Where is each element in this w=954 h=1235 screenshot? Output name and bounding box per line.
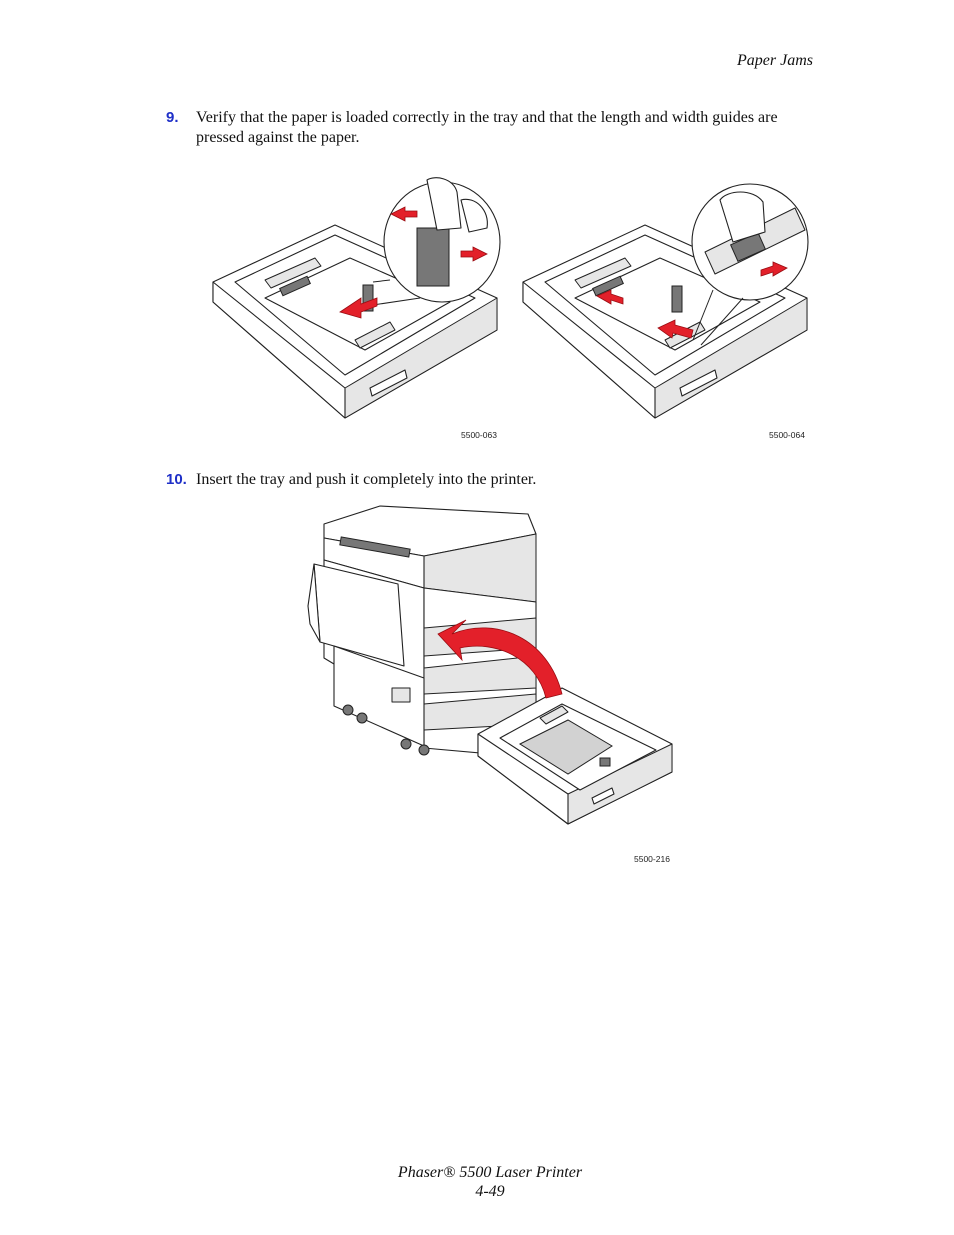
figure-code: 5500-064 bbox=[769, 430, 805, 440]
tray-width-guide-illustration: 5500-064 bbox=[515, 170, 815, 445]
footer-title: Phaser® 5500 Laser Printer bbox=[397, 1164, 583, 1181]
step-9: 9. Verify that the paper is loaded corre… bbox=[166, 108, 816, 148]
step-text: Verify that the paper is loaded correctl… bbox=[196, 109, 778, 146]
tray-length-guide-illustration: 5500-063 bbox=[205, 170, 505, 445]
figure-code: 5500-216 bbox=[634, 854, 670, 864]
step-number: 10. bbox=[166, 471, 187, 488]
figure-code: 5500-063 bbox=[461, 430, 497, 440]
running-header: Paper Jams bbox=[737, 52, 813, 69]
step-number: 9. bbox=[166, 109, 179, 126]
page-footer: Phaser® 5500 Laser Printer 4-49 bbox=[0, 1163, 954, 1201]
printer-tray-insertion-illustration: 5500-216 bbox=[300, 498, 680, 868]
page-number: 4-49 bbox=[475, 1183, 505, 1200]
step-10: 10. Insert the tray and push it complete… bbox=[166, 470, 816, 490]
step-text: Insert the tray and push it completely i… bbox=[196, 471, 537, 488]
